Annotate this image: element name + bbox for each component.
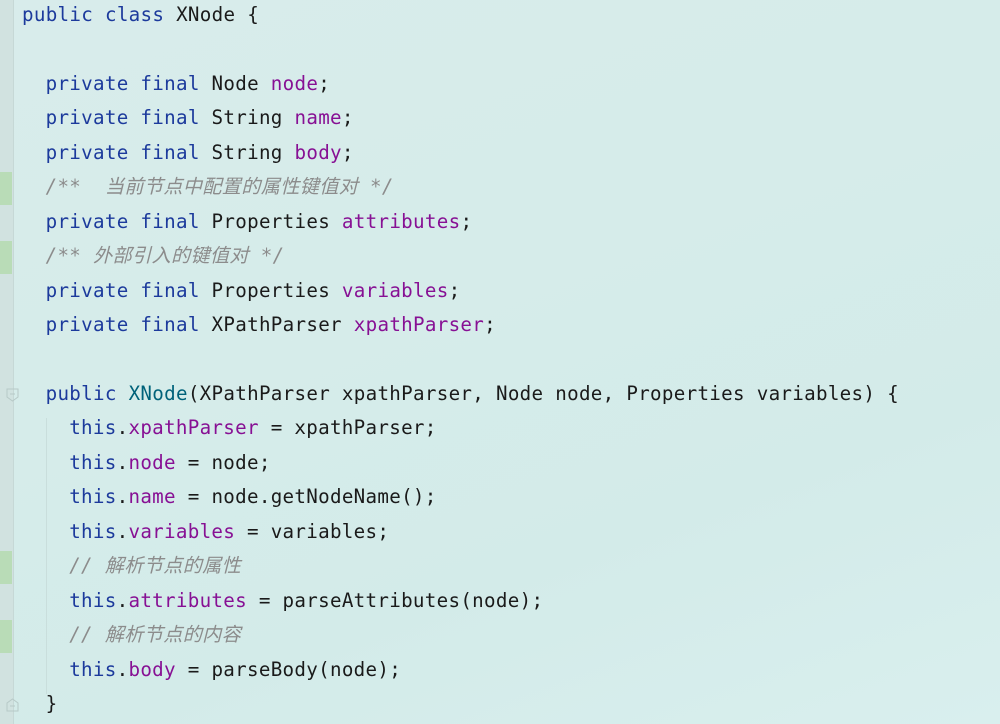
code-token-kw: this bbox=[69, 485, 117, 509]
code-token-plain: . bbox=[116, 588, 129, 612]
code-token-kw: private final bbox=[45, 313, 212, 337]
code-line[interactable]: private final Node node; bbox=[46, 69, 330, 103]
code-token-kw: private final bbox=[45, 209, 212, 233]
code-token-plain: = parseBody(node); bbox=[175, 657, 402, 681]
code-line[interactable]: private final String body; bbox=[46, 138, 354, 172]
code-token-kw: private final bbox=[45, 106, 212, 130]
code-token-plain: = xpathParser; bbox=[258, 416, 437, 440]
code-token-plain: Properties bbox=[211, 209, 342, 233]
code-token-cm: /** 外部引入的键值对 */ bbox=[45, 244, 285, 268]
code-token-fld: variables bbox=[128, 519, 236, 543]
code-line[interactable]: this.variables = variables; bbox=[69, 517, 389, 551]
vcs-change-marker[interactable] bbox=[0, 620, 12, 653]
code-token-kw: this bbox=[69, 519, 117, 543]
code-token-kw: this bbox=[69, 588, 117, 612]
code-line[interactable]: /** 当前节点中配置的属性键值对 */ bbox=[46, 172, 394, 206]
code-token-plain: = variables; bbox=[235, 519, 390, 543]
code-token-plain: = node; bbox=[175, 450, 271, 474]
code-token-kw: public class bbox=[22, 3, 177, 26]
code-token-kw: public bbox=[45, 381, 129, 405]
code-line[interactable]: // 解析节点的属性 bbox=[69, 551, 241, 585]
code-token-cm: /** 当前节点中配置的属性键值对 */ bbox=[45, 175, 394, 199]
fold-collapse-icon[interactable] bbox=[6, 387, 19, 402]
code-token-kw: private final bbox=[45, 140, 212, 164]
code-line[interactable]: this.attributes = parseAttributes(node); bbox=[69, 586, 543, 620]
code-token-plain: ; bbox=[484, 313, 496, 337]
code-token-fld: xpathParser bbox=[128, 416, 259, 440]
code-token-plain: . bbox=[116, 450, 129, 474]
code-token-plain: String bbox=[211, 106, 295, 130]
editor-gutter bbox=[0, 0, 14, 724]
vcs-change-marker[interactable] bbox=[0, 172, 12, 205]
code-line[interactable]: public XNode(XPathParser xpathParser, No… bbox=[46, 379, 899, 413]
code-token-fld: xpathParser bbox=[353, 313, 485, 337]
code-token-plain: Properties bbox=[211, 278, 342, 302]
code-line[interactable]: private final XPathParser xpathParser; bbox=[46, 310, 496, 344]
code-token-plain: Node bbox=[211, 71, 271, 95]
code-token-plain: . bbox=[116, 657, 129, 681]
code-token-plain: ; bbox=[460, 209, 473, 233]
code-line[interactable]: } bbox=[46, 689, 58, 723]
code-token-plain: String bbox=[211, 140, 295, 164]
fold-end-icon[interactable] bbox=[6, 697, 19, 712]
code-token-fld: body bbox=[128, 657, 176, 681]
code-token-kw: this bbox=[69, 657, 117, 681]
code-token-kw: private final bbox=[45, 71, 212, 95]
code-token-plain: ; bbox=[341, 140, 354, 164]
code-token-plain: = parseAttributes(node); bbox=[247, 588, 544, 612]
code-token-plain: XPathParser bbox=[211, 313, 354, 337]
code-line[interactable]: this.name = node.getNodeName(); bbox=[69, 482, 436, 516]
code-token-plain: (XPathParser xpathParser, Node node, Pro… bbox=[187, 381, 899, 405]
code-token-kw: this bbox=[69, 416, 117, 440]
code-line[interactable]: private final Properties attributes; bbox=[46, 207, 473, 241]
code-token-fld: body bbox=[294, 140, 342, 164]
vcs-change-marker[interactable] bbox=[0, 551, 12, 584]
code-token-plain: ; bbox=[341, 106, 354, 130]
code-line[interactable]: this.node = node; bbox=[69, 448, 271, 482]
code-line[interactable]: this.xpathParser = xpathParser; bbox=[69, 413, 436, 447]
code-token-fld: node bbox=[128, 450, 176, 474]
code-token-plain: . bbox=[116, 416, 129, 440]
code-token-fld: variables bbox=[341, 278, 449, 302]
code-line[interactable]: private final String name; bbox=[46, 103, 354, 137]
code-token-fld: node bbox=[270, 71, 319, 95]
code-line[interactable]: private final Properties variables; bbox=[46, 276, 461, 310]
code-token-cm: // 解析节点的属性 bbox=[69, 554, 242, 578]
code-token-kw: this bbox=[69, 450, 117, 474]
vcs-change-marker[interactable] bbox=[0, 241, 12, 274]
code-line[interactable]: /** 外部引入的键值对 */ bbox=[46, 241, 285, 275]
code-token-plain: . bbox=[116, 485, 129, 509]
indent-guide bbox=[46, 418, 47, 694]
code-token-fld: name bbox=[128, 485, 176, 509]
code-line[interactable]: // 解析节点的内容 bbox=[69, 620, 241, 654]
code-token-fld: attributes bbox=[128, 588, 247, 612]
code-token-fld: name bbox=[294, 106, 342, 130]
code-line[interactable]: this.body = parseBody(node); bbox=[69, 655, 401, 689]
code-token-cm: // 解析节点的内容 bbox=[69, 623, 242, 647]
code-token-plain: = node.getNodeName(); bbox=[175, 485, 437, 509]
code-token-kw: private final bbox=[45, 278, 212, 302]
code-token-plain: ; bbox=[448, 278, 461, 302]
code-token-plain: XNode { bbox=[176, 3, 260, 26]
code-line[interactable]: public class XNode { bbox=[22, 0, 259, 34]
code-token-plain: } bbox=[45, 692, 58, 715]
code-token-fn: XNode bbox=[128, 381, 188, 405]
code-token-fld: attributes bbox=[341, 209, 461, 233]
code-token-plain: ; bbox=[318, 71, 331, 95]
code-token-plain: . bbox=[116, 519, 129, 543]
